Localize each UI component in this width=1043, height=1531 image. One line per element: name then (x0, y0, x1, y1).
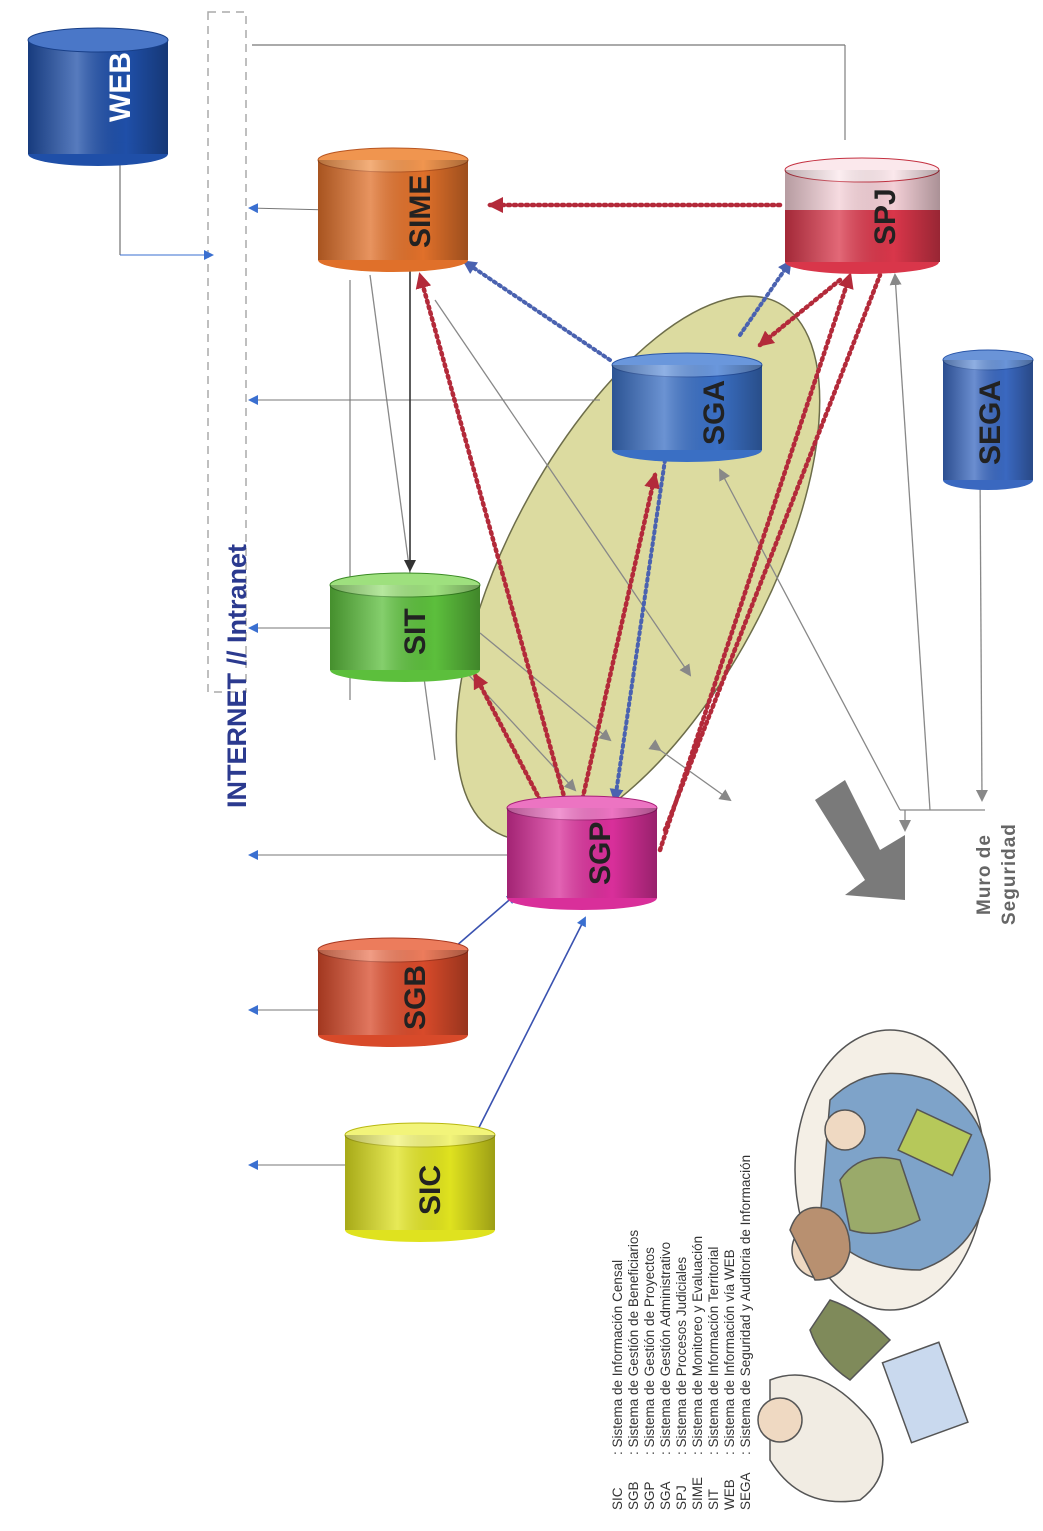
sega-cylinder (942, 349, 1034, 490)
sime-label: SIME (404, 175, 437, 248)
sgb-label: SGB (399, 965, 432, 1030)
legend: SIC : Sistema de Información Censal SGB … (610, 1155, 753, 1510)
legend-abbr-6: SIT (706, 1489, 721, 1510)
firewall-label-line1: Muro de (974, 834, 995, 915)
legend-desc-0: : Sistema de Información Censal (610, 1260, 625, 1455)
sit-label: SIT (399, 608, 432, 655)
sime-cylinder (317, 147, 469, 272)
legend-abbr-4: SPJ (674, 1485, 689, 1510)
legend-desc-2: : Sistema de Gestión de Proyectos (642, 1247, 657, 1455)
gray-connections (252, 44, 988, 832)
legend-abbr-3: SGA (658, 1481, 673, 1510)
big-gray-arrow (815, 780, 905, 900)
legend-desc-5: : Sistema de Monitoreo y Evaluación (690, 1236, 705, 1455)
network-label: INTERNET // Intranet (222, 544, 252, 808)
sit-cylinder (329, 572, 481, 682)
web-cylinder (27, 27, 169, 166)
sic-label: SIC (414, 1165, 447, 1215)
sgb-cylinder (317, 937, 469, 1047)
legend-desc-1: : Sistema de Gestión de Beneficiarios (626, 1230, 641, 1455)
sega-label: SEGA (974, 380, 1007, 465)
legend-desc-7: : Sistema de Información vía WEB (722, 1249, 737, 1455)
legend-desc-3: : Sistema de Gestión Administrativo (658, 1242, 673, 1455)
legend-abbr-7: WEB (722, 1479, 737, 1510)
firewall-label-line2: Seguridad (999, 823, 1020, 925)
legend-abbr-5: SIME (690, 1477, 705, 1510)
sga-label: SGA (698, 380, 731, 445)
legend-abbr-8: SEGA (738, 1472, 753, 1510)
blue-dotted-arrows (462, 259, 792, 803)
legend-abbr-2: SGP (642, 1481, 657, 1510)
sga-cylinder (611, 352, 763, 462)
legend-desc-4: : Sistema de Procesos Judiciales (674, 1257, 689, 1455)
red-dotted-arrows (415, 197, 883, 853)
network-links (119, 155, 600, 1170)
sgp-cylinder (506, 795, 658, 910)
legend-abbr-0: SIC (610, 1487, 625, 1510)
legend-desc-6: : Sistema de Información Territorial (706, 1247, 721, 1455)
sgp-label: SGP (584, 822, 617, 885)
legend-abbr-1: SGB (626, 1481, 641, 1510)
spj-cylinder (784, 157, 940, 274)
sic-cylinder (344, 1122, 496, 1242)
legend-desc-8: : Sistema de Seguridad y Auditoria de In… (738, 1155, 753, 1455)
spj-label: SPJ (869, 188, 902, 245)
network-bar (207, 11, 247, 693)
web-label: WEB (104, 52, 137, 122)
core-systems-ellipse (455, 295, 821, 841)
people-at-meeting-illustration (757, 1029, 991, 1503)
